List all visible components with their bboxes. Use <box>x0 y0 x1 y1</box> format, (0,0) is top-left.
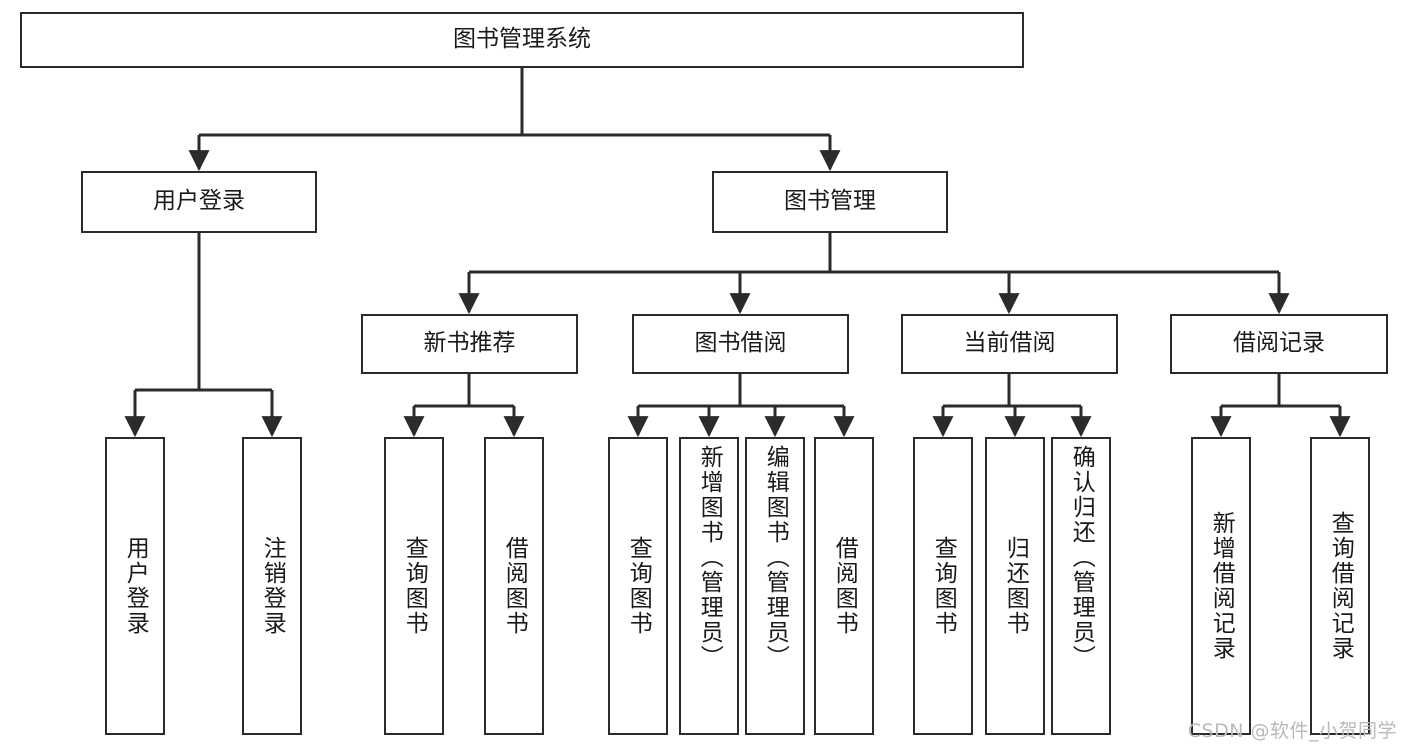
node-label: 注销登录 <box>259 536 286 636</box>
node-label: 归还图书 <box>1002 536 1029 636</box>
node-label: 新增借阅记录 <box>1208 511 1235 661</box>
node-leaf-4[interactable]: 查询图书 <box>608 437 668 735</box>
node-label: 编辑图书（管理员） <box>762 445 789 670</box>
node-label: 新书推荐 <box>423 330 516 357</box>
node-label: 用户登录 <box>122 536 149 636</box>
node-level3-1[interactable]: 图书借阅 <box>632 314 849 374</box>
node-level3-0[interactable]: 新书推荐 <box>361 314 578 374</box>
node-leaf-11[interactable]: 新增借阅记录 <box>1191 437 1251 735</box>
node-root-0[interactable]: 图书管理系统 <box>20 12 1024 68</box>
node-label: 新增图书（管理员） <box>696 445 723 670</box>
node-level3-2[interactable]: 当前借阅 <box>901 314 1118 374</box>
node-label: 确认归还（管理员） <box>1068 445 1095 670</box>
node-label: 查询图书 <box>930 536 957 636</box>
node-leaf-12[interactable]: 查询借阅记录 <box>1310 437 1370 735</box>
node-label: 借阅记录 <box>1233 330 1325 357</box>
node-leaf-1[interactable]: 注销登录 <box>242 437 302 735</box>
node-label: 用户登录 <box>153 188 245 215</box>
node-leaf-6[interactable]: 编辑图书（管理员） <box>745 437 805 735</box>
node-leaf-2[interactable]: 查询图书 <box>384 437 444 735</box>
watermark: CSDN @软件_小贺同学 <box>1187 720 1397 742</box>
node-level2-0[interactable]: 用户登录 <box>81 171 317 233</box>
node-leaf-8[interactable]: 查询图书 <box>913 437 973 735</box>
node-level2-1[interactable]: 图书管理 <box>712 171 948 233</box>
node-label: 借阅图书 <box>831 536 858 636</box>
node-leaf-10[interactable]: 确认归还（管理员） <box>1051 437 1111 735</box>
node-leaf-0[interactable]: 用户登录 <box>105 437 165 735</box>
node-label: 图书借阅 <box>694 330 787 357</box>
node-leaf-5[interactable]: 新增图书（管理员） <box>679 437 739 735</box>
node-label: 借阅图书 <box>501 536 528 636</box>
node-leaf-7[interactable]: 借阅图书 <box>814 437 874 735</box>
node-label: 图书管理系统 <box>453 26 591 53</box>
node-leaf-3[interactable]: 借阅图书 <box>484 437 544 735</box>
node-label: 查询图书 <box>401 536 428 636</box>
node-label: 查询图书 <box>625 536 652 636</box>
node-label: 查询借阅记录 <box>1327 511 1354 661</box>
node-label: 图书管理 <box>784 188 876 215</box>
node-label: 当前借阅 <box>963 330 1056 357</box>
node-level3-3[interactable]: 借阅记录 <box>1170 314 1388 374</box>
node-leaf-9[interactable]: 归还图书 <box>985 437 1045 735</box>
